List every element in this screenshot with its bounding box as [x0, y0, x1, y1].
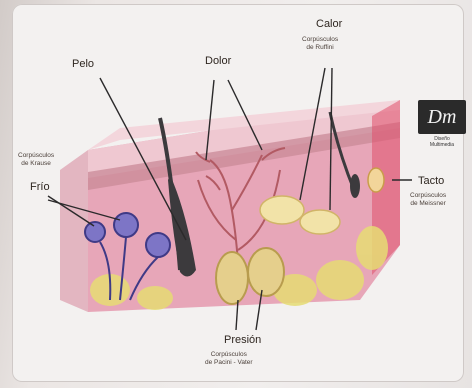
dm-logo: Dm — [418, 100, 466, 134]
label-calor-sub: Corpúsculos de Ruffini — [302, 36, 338, 52]
label-frio-sub: Corpúsculos de Krause — [18, 152, 54, 168]
label-calor: Calor — [316, 18, 342, 30]
label-presion: Presión — [224, 334, 261, 346]
label-dolor: Dolor — [205, 55, 231, 67]
label-tacto: Tacto — [418, 175, 444, 187]
meissner-corpuscle — [368, 168, 384, 192]
label-frio: Frío — [30, 181, 50, 193]
label-tacto-sub: Corpúsculos de Meissner — [410, 192, 446, 208]
dm-logo-caption: Diseño Multimedia — [418, 136, 466, 148]
skin-side-face — [60, 150, 88, 312]
label-presion-sub: Corpúsculos de Pacini - Vater — [205, 351, 253, 367]
label-pelo: Pelo — [72, 58, 94, 70]
